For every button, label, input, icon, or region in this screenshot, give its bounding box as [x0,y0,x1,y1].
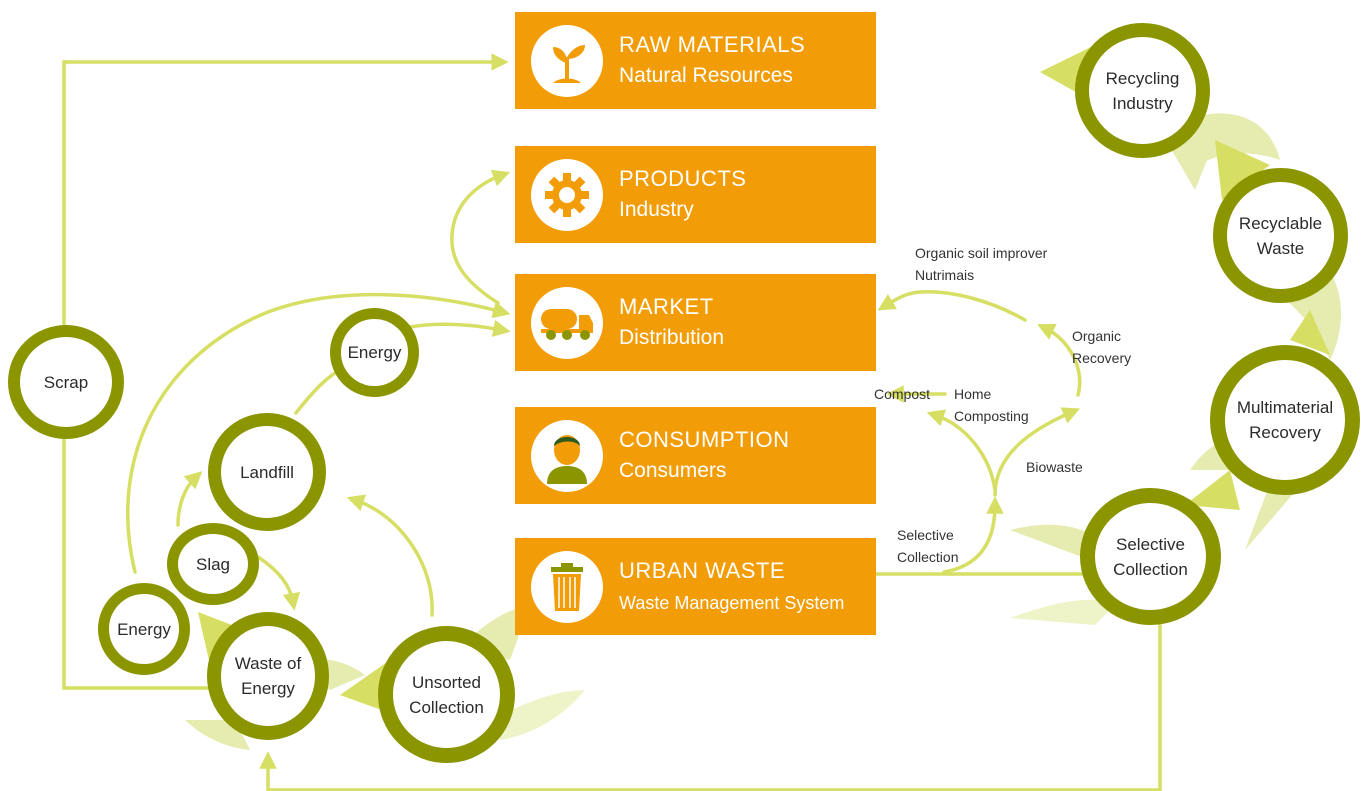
label-compost: Compost [874,386,931,402]
node-multimaterial-recovery: Multimaterial Recovery [1210,345,1360,495]
node-recycling-industry: Recycling Industry [1075,23,1210,158]
raw-materials-title: RAW MATERIALS [619,32,806,57]
sprout-icon [531,25,603,97]
label-selective-collection: Selective Collection [897,527,959,565]
node-slag: Slag [167,523,259,605]
consumption-subtitle: Consumers [619,459,727,482]
raw-materials-subtitle: Natural Resources [619,64,793,87]
node-scrap-ring: Scrap [8,325,124,439]
products-subtitle: Industry [619,198,694,221]
label-home-composting: Home Composting [954,386,1029,424]
consumption-title: CONSUMPTION [619,427,790,452]
raw-materials-box: RAW MATERIALS Natural Resources [515,12,876,109]
gear-icon [531,159,603,231]
node-recyclable-waste-label: Recyclable Waste [1238,213,1323,258]
products-box: PRODUCTS Industry [515,146,876,243]
consumption-box: CONSUMPTION Consumers [515,407,876,504]
market-subtitle: Distribution [619,326,725,349]
node-unsorted-collection: Unsorted Collection [378,626,515,763]
products-title: PRODUCTS [619,166,747,191]
node-landfill: Landfill [208,413,326,531]
node-recycling-industry-label: Recycling Industry [1105,68,1180,113]
urban-waste-title: URBAN WASTE [619,558,786,583]
node-energy-bottom-label: Energy [117,619,171,639]
tanker-truck-icon [531,287,603,359]
flow-arrows [62,53,1162,791]
node-energy-top: Energy [330,308,419,397]
node-waste-of-energy: Waste of Energy [207,612,329,740]
market-title: MARKET [619,294,714,319]
urban-waste-box: URBAN WASTE Waste Management System [515,538,876,635]
label-organic-soil: Organic soil improver Nutrimais [915,245,1048,283]
urban-waste-subtitle: Waste Management System [619,593,845,613]
node-unsorted-collection-label: Unsorted Collection [409,672,484,717]
person-icon [531,420,603,492]
node-energy-top-label: Energy [347,343,402,362]
node-selective-collection: Selective Collection [1080,488,1221,625]
market-box: MARKET Distribution [515,274,876,371]
node-energy-bottom: Energy [98,583,190,675]
node-multimaterial-recovery-label: Multimaterial Recovery [1236,398,1334,442]
node-waste-of-energy-label: Waste of Energy [234,654,302,698]
node-recyclable-waste: Recyclable Waste [1213,168,1348,303]
label-organic-recovery: Organic Recovery [1072,328,1132,366]
label-biowaste: Biowaste [1026,459,1083,475]
node-slag-label: Slag [195,554,231,574]
node-scrap-label: Scrap [43,372,89,392]
trash-bin-icon [531,551,603,623]
node-selective-collection-label: Selective Collection [1113,534,1188,579]
node-landfill-label: Landfill [240,462,294,482]
